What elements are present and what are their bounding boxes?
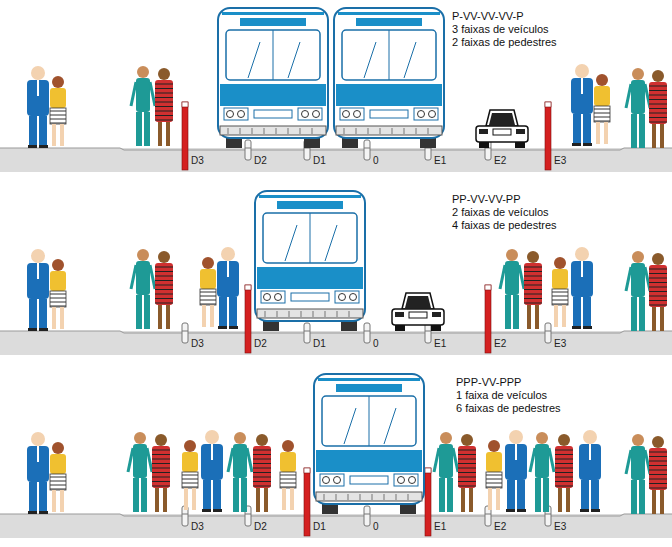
heading-line: 4 faixas de pedestres <box>452 219 557 232</box>
heading-line: 6 faixas de pedestres <box>456 402 561 415</box>
pedestrian <box>27 432 49 514</box>
pedestrian <box>555 434 573 512</box>
pedestrian <box>155 68 173 146</box>
pedestrian <box>626 68 650 148</box>
lane-marker-post <box>182 323 188 343</box>
pedestrian <box>128 432 152 512</box>
red-bollard <box>545 102 551 170</box>
pedestrian <box>649 70 667 148</box>
position-marker-label: E3 <box>554 521 566 533</box>
pedestrian <box>228 432 252 512</box>
red-bollard <box>245 285 251 353</box>
position-marker-label: E1 <box>434 338 446 350</box>
pedestrian <box>131 66 155 146</box>
position-marker-label: D2 <box>254 521 267 533</box>
heading-line: 1 faixa de veículos <box>456 389 547 402</box>
pedestrian <box>500 249 524 329</box>
pedestrian <box>217 247 239 329</box>
pedestrian <box>201 430 223 512</box>
pedestrian <box>524 251 542 329</box>
pedestrian <box>280 440 296 510</box>
pedestrian <box>579 430 601 512</box>
street-section <box>0 374 672 538</box>
pedestrian <box>434 432 458 512</box>
lane-marker-post <box>364 323 370 343</box>
heading-line: P-VV-VV-VV-P <box>452 10 524 23</box>
pedestrian <box>253 434 271 512</box>
car <box>476 110 528 148</box>
heading-line: 2 faixas de veículos <box>452 206 549 219</box>
pedestrian <box>626 434 650 514</box>
position-marker-label: D1 <box>313 338 326 350</box>
lane-marker-post <box>304 323 310 343</box>
position-marker-label: E2 <box>494 155 506 167</box>
lane-marker-post <box>364 506 370 526</box>
pedestrian <box>594 74 610 144</box>
pedestrian <box>155 251 173 329</box>
position-marker-label: E1 <box>434 521 446 533</box>
street-section <box>0 191 672 355</box>
pedestrian <box>530 432 554 512</box>
pedestrian <box>200 257 216 327</box>
position-marker-label: D3 <box>191 155 204 167</box>
bus <box>255 191 365 331</box>
pedestrian <box>182 440 198 510</box>
pedestrian <box>50 442 66 512</box>
bus <box>314 374 424 514</box>
pedestrian <box>626 251 650 331</box>
pedestrian <box>649 436 667 514</box>
heading-line: PPP-VV-PPP <box>456 376 521 389</box>
red-bollard <box>485 285 491 353</box>
position-marker-label: D1 <box>313 521 326 533</box>
pedestrian <box>50 76 66 146</box>
car <box>392 293 444 331</box>
position-marker-label: E3 <box>554 338 566 350</box>
position-marker-label: E2 <box>494 338 506 350</box>
pedestrian <box>552 257 568 327</box>
pedestrian <box>571 247 593 329</box>
pedestrian <box>458 434 476 512</box>
position-marker-label: 0 <box>373 521 379 533</box>
lane-marker-post <box>425 323 431 343</box>
heading-line: 3 faixas de veículos <box>452 23 549 36</box>
pedestrian <box>486 440 502 510</box>
lane-marker-post <box>245 140 251 160</box>
bus <box>334 8 444 148</box>
pedestrian <box>27 249 49 331</box>
position-marker-label: 0 <box>373 155 379 167</box>
position-marker-label: D2 <box>254 155 267 167</box>
position-marker-label: D3 <box>191 521 204 533</box>
pedestrian <box>152 434 170 512</box>
heading-line: 2 faixas de pedestres <box>452 36 557 49</box>
position-marker-label: 0 <box>373 338 379 350</box>
red-bollard <box>304 468 310 536</box>
position-marker-label: D2 <box>254 338 267 350</box>
position-marker-label: E2 <box>494 521 506 533</box>
pedestrian <box>131 249 155 329</box>
pedestrian <box>571 64 593 146</box>
pedestrian <box>50 259 66 329</box>
lane-marker-post <box>545 323 551 343</box>
position-marker-label: D3 <box>191 338 204 350</box>
position-marker-label: E1 <box>434 155 446 167</box>
pedestrian <box>27 66 49 148</box>
position-marker-label: D1 <box>313 155 326 167</box>
heading-line: PP-VV-VV-PP <box>452 193 520 206</box>
pedestrian <box>649 253 667 331</box>
red-bollard <box>425 468 431 536</box>
position-marker-label: E3 <box>554 155 566 167</box>
red-bollard <box>182 102 188 170</box>
pedestrian <box>505 430 527 512</box>
street-section <box>0 8 672 172</box>
bus <box>218 8 328 148</box>
lane-marker-post <box>364 140 370 160</box>
